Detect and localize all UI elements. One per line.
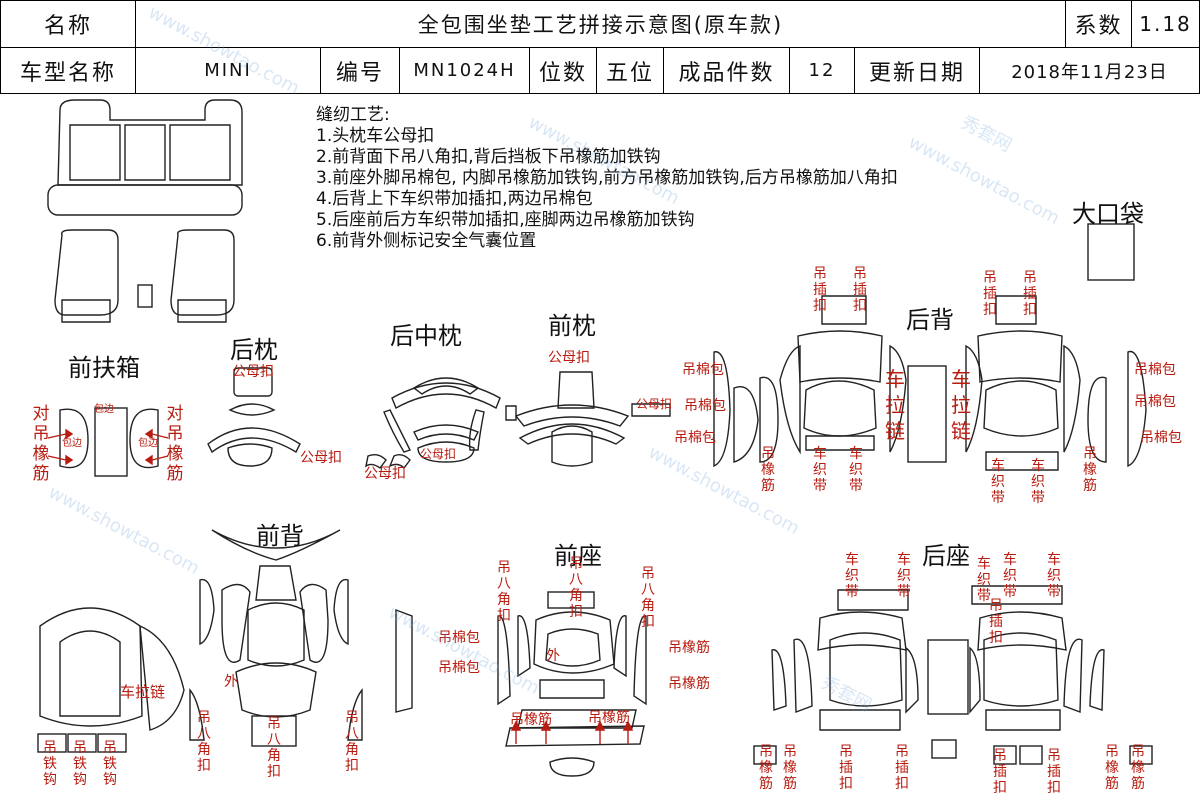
label-che-zhidai: 车织带 xyxy=(1031,458,1045,506)
label-che-zhidai: 车织带 xyxy=(849,446,863,494)
label-gong-mu-kou: 公母扣 xyxy=(420,447,457,461)
label-diao-bajiaokou: 吊八角扣 xyxy=(569,556,583,620)
label-diao-mianbao: 吊棉包 xyxy=(684,398,726,414)
label-che-zhidai: 车织带 xyxy=(1003,552,1017,600)
front-back-pieces xyxy=(37,529,413,753)
rear-mid-headrest-pieces xyxy=(364,377,501,470)
notes-item: 3.前座外脚吊棉包, 内脚吊橡筋加铁钩,前方吊橡筋加铁钩,后方吊橡筋加八角扣 xyxy=(316,168,898,188)
car-overview-illustration xyxy=(47,99,243,323)
label-bao-bian: 包边 xyxy=(94,404,114,415)
section-big-pocket: 大口袋 xyxy=(1072,200,1144,228)
label-gong-mu-kou: 公母扣 xyxy=(232,364,274,380)
label-diao-chakou: 吊插扣 xyxy=(989,598,1003,646)
label-bao-bian: 包边 xyxy=(62,438,82,449)
label-diao-chakou: 吊插扣 xyxy=(853,266,867,314)
rear-headrest-pieces xyxy=(207,367,301,467)
label-diao-tiegou: 吊铁钩 xyxy=(103,740,117,788)
label-diao-xiangjin: 吊橡筋 xyxy=(783,744,797,792)
label-diao-mianbao: 吊棉包 xyxy=(1140,430,1182,446)
label-diao-chakou: 吊插扣 xyxy=(983,270,997,318)
label-diao-tiegou: 吊铁钩 xyxy=(43,740,57,788)
rear-seat-pieces xyxy=(753,585,1153,765)
label-gong-mu-kou: 公母扣 xyxy=(548,350,590,366)
label-diao-chakou: 吊插扣 xyxy=(1023,270,1037,318)
label-diao-xiangjin: 吊橡筋 xyxy=(588,710,630,726)
label-che-lalian-front: 车拉链 xyxy=(120,683,166,701)
label-diao-xiangjin: 吊橡筋 xyxy=(510,712,552,728)
label-bao-bian: 包边 xyxy=(138,438,158,449)
label-diao-mianbao: 吊棉包 xyxy=(1134,394,1176,410)
section-rear-mid-headrest: 后中枕 xyxy=(390,322,462,350)
model-label: 车型名称 xyxy=(0,47,136,94)
front-armrest-pieces xyxy=(59,407,159,477)
label-diao-chakou: 吊插扣 xyxy=(813,266,827,314)
section-front-armrest: 前扶箱 xyxy=(68,354,140,382)
sewing-notes: 缝纫工艺: 1.头枕车公母扣 2.前背面下吊八角扣,背后挡板下吊橡筋加铁钩 3.… xyxy=(316,105,898,252)
label-che-zhidai: 车织带 xyxy=(897,552,911,600)
label-wai: 外 xyxy=(546,648,560,664)
front-headrest-pieces xyxy=(505,371,671,467)
label-diao-bajiaokou: 吊八角扣 xyxy=(497,560,511,624)
label-che-zhidai: 车织带 xyxy=(991,458,1005,506)
label-diao-chakou: 吊插扣 xyxy=(1047,748,1061,796)
section-rear-back: 后背 xyxy=(906,306,954,334)
seats-value: 五位 xyxy=(596,47,664,94)
notes-item: 2.前背面下吊八角扣,背后挡板下吊橡筋加铁钩 xyxy=(316,147,661,167)
label-diao-tiegou: 吊铁钩 xyxy=(73,740,87,788)
section-front-headrest: 前枕 xyxy=(548,312,596,340)
attachment-arrows xyxy=(47,428,634,744)
label-diao-mianbao: 吊棉包 xyxy=(674,430,716,446)
label-diao-chakou: 吊插扣 xyxy=(993,748,1007,796)
label-diao-xiangjin: 吊橡筋 xyxy=(759,744,773,792)
label-diao-xiangjin: 吊橡筋 xyxy=(1083,446,1097,494)
section-rear-headrest: 后枕 xyxy=(230,336,278,364)
label-diao-bajiaokou: 吊八角扣 xyxy=(197,710,211,774)
label-diao-xiangjin: 吊橡筋 xyxy=(1105,744,1119,792)
label-che-zhidai: 车织带 xyxy=(977,556,991,604)
label-diao-mianbao: 吊棉包 xyxy=(438,630,480,646)
label-diao-mianbao: 吊棉包 xyxy=(438,660,480,676)
label-che-lalian: 车拉链 xyxy=(951,367,971,443)
label-diao-bajiaokou: 吊八角扣 xyxy=(641,566,655,630)
label-che-lalian: 车拉链 xyxy=(885,367,905,443)
notes-title: 缝纫工艺: xyxy=(316,105,390,125)
big-pocket-shape xyxy=(1087,223,1135,281)
label-diao-chakou: 吊插扣 xyxy=(839,744,853,792)
label-diao-mianbao: 吊棉包 xyxy=(1134,362,1176,378)
label-diao-bajiaokou: 吊八角扣 xyxy=(345,710,359,774)
label-diao-mianbao: 吊棉包 xyxy=(682,362,724,378)
coef-label: 系数 xyxy=(1065,0,1132,48)
label-gong-mu-kou: 公母扣 xyxy=(364,466,406,482)
section-rear-seat: 后座 xyxy=(922,542,970,570)
label-diao-chakou: 吊插扣 xyxy=(895,744,909,792)
notes-item: 4.后背上下车织带加插扣,两边吊棉包 xyxy=(316,189,593,209)
notes-item: 5.后座前后方车织带加插扣,座脚两边吊橡筋加铁钩 xyxy=(316,210,695,230)
label-gong-mu-kou: 公母扣 xyxy=(636,397,673,411)
label-diao-xiangjin: 吊橡筋 xyxy=(668,676,710,692)
label-dui-diao-xiangjin-left: 对吊橡筋 xyxy=(32,404,50,484)
section-front-back: 前背 xyxy=(256,522,304,550)
label-che-zhidai: 车织带 xyxy=(1047,552,1061,600)
date-label: 更新日期 xyxy=(854,47,980,94)
notes-item: 1.头枕车公母扣 xyxy=(316,126,435,146)
rear-back-pieces xyxy=(713,295,1147,471)
label-diao-xiangjin: 吊橡筋 xyxy=(761,446,775,494)
section-front-seat: 前座 xyxy=(554,542,602,570)
label-che-zhidai: 车织带 xyxy=(845,552,859,600)
label-che-zhidai: 车织带 xyxy=(813,446,827,494)
label-diao-bajiaokou: 吊八角扣 xyxy=(267,716,281,780)
label-dui-diao-xiangjin-right: 对吊橡筋 xyxy=(166,404,184,484)
label-diao-xiangjin: 吊橡筋 xyxy=(1131,744,1145,792)
notes-item: 6.前背外侧标记安全气囊位置 xyxy=(316,231,537,251)
label-wai: 外 xyxy=(224,674,238,690)
label-gong-mu-kou: 公母扣 xyxy=(300,450,342,466)
header-table: 名称 全包围坐垫工艺拼接示意图(原车款) 系数 1.18 车型名称 MINI 编… xyxy=(0,0,1200,94)
label-diao-xiangjin: 吊橡筋 xyxy=(668,640,710,656)
code-label: 编号 xyxy=(320,47,400,94)
